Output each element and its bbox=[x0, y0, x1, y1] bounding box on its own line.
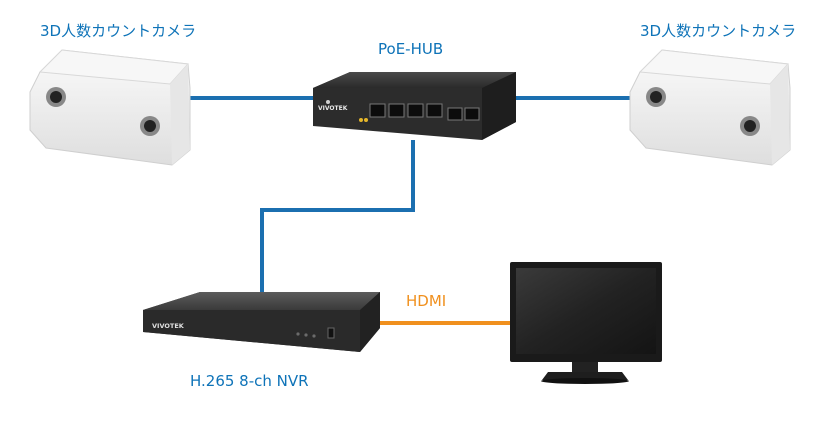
hub-ports bbox=[369, 103, 480, 121]
monitor-icon bbox=[510, 262, 662, 384]
poe-hub-icon: VIVOTEK bbox=[313, 72, 516, 140]
camera-right-icon bbox=[629, 49, 791, 166]
nvr-label: H.265 8-ch NVR bbox=[190, 372, 309, 390]
nvr-icon: VIVOTEK bbox=[143, 292, 380, 352]
hub-brand-logo: VIVOTEK bbox=[318, 105, 348, 112]
camera-left-icon bbox=[29, 49, 191, 166]
hdmi-label: HDMI bbox=[406, 292, 447, 310]
ethernet-cable-nvr bbox=[260, 140, 415, 292]
camera-right-label: 3D人数カウントカメラ bbox=[640, 22, 797, 40]
camera-left-label: 3D人数カウントカメラ bbox=[40, 22, 197, 40]
hub-label: PoE-HUB bbox=[378, 40, 444, 58]
nvr-brand-logo: VIVOTEK bbox=[152, 322, 185, 330]
